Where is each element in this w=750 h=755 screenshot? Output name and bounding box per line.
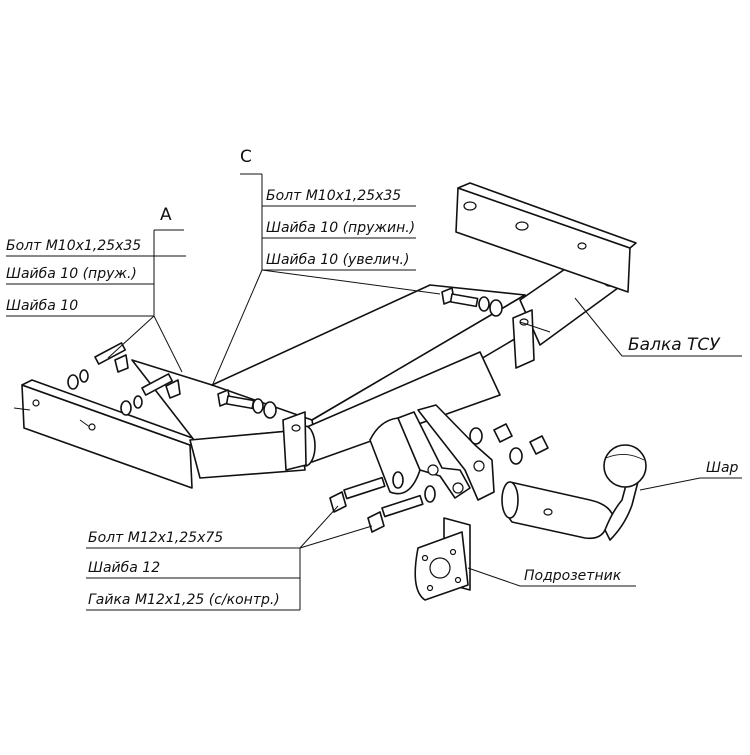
part-label-socket: Подрозетник [467,567,636,587]
bolts-group-bottom [329,423,549,533]
group-a-item-2: Шайба 10 (пруж.) [6,266,137,282]
part-label-beam: Балка ТСУ [574,297,742,357]
group-c-item-2: Шайба 10 (пружин.) [266,220,415,236]
group-a-item-1: Болт М10х1,25х35 [6,238,141,254]
callout-group-a: A Болт М10х1,25х35 Шайба 10 (пруж.) Шайб… [6,205,186,373]
ball-hitch [501,444,647,541]
group-c-item-1: Болт М10х1,25х35 [266,188,401,204]
part-label-ball: Шар [639,460,742,491]
beam-label: Балка ТСУ [628,335,721,355]
socket-label: Подрозетник [524,568,622,584]
beam-mount-plates [282,309,551,471]
left-bracket [13,379,199,489]
group-a-letter: A [160,205,172,225]
group-c-item-3: Шайба 10 (увелич.) [266,252,409,268]
group-bottom-item-3: Гайка М12х1,25 (с/контр.) [88,592,280,608]
bolts-group-c [217,287,503,419]
group-bottom-item-1: Болт М12х1,25х75 [88,530,223,546]
bolts-group-a [67,342,181,416]
right-bracket [455,182,637,293]
group-a-item-3: Шайба 10 [6,298,78,314]
group-bottom-item-2: Шайба 12 [88,560,160,576]
callout-group-bottom: Болт М12х1,25х75 Шайба 12 Гайка М12х1,25… [86,505,373,611]
ball-label: Шар [706,460,739,476]
callout-group-c: С Болт М10х1,25х35 Шайба 10 (пружин.) Ша… [211,147,441,387]
socket-bracket [414,517,471,601]
hitch-brackets [369,404,495,501]
group-c-letter: С [240,147,252,167]
